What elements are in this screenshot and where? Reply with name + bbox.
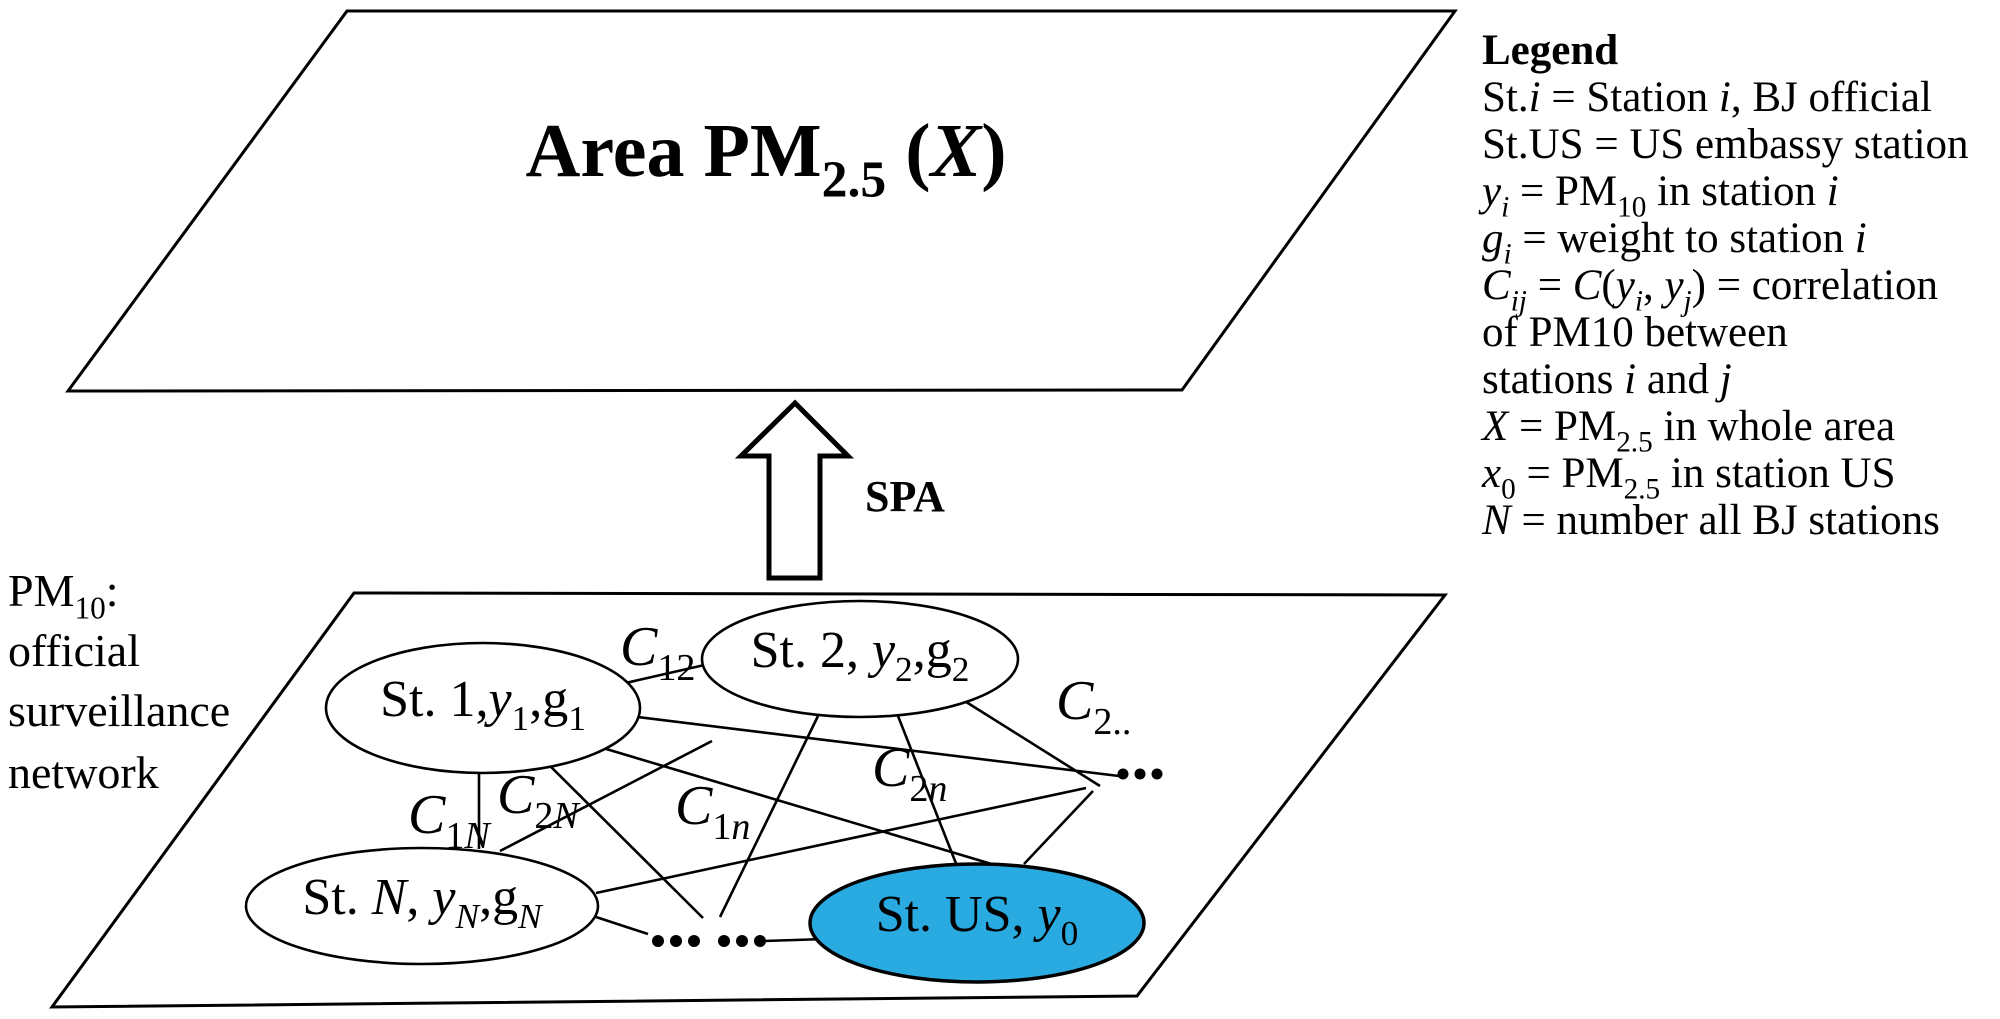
correlation-line-c2dots [962, 698, 1101, 788]
station-1-ellipse [324, 641, 642, 775]
network-plane [49, 591, 1449, 1009]
station-2-label: St. 2, y2,g2 [751, 622, 970, 689]
area-plane [65, 9, 1458, 393]
station-US-ellipse [808, 862, 1146, 984]
legend-line-2: St.US = US embassy station [1482, 121, 1969, 168]
network-label-line3: surveillance [8, 685, 230, 736]
correlation-label-c1n: C1n [675, 775, 750, 848]
correlation-line-c1n [565, 735, 1006, 870]
legend-line-3: yi = PM10 in station i [1478, 168, 1839, 224]
spa-label: SPA [865, 472, 945, 521]
correlation-line-c2N [499, 739, 713, 853]
correlation-line-st1-hub [612, 712, 1120, 778]
correlation-label-c2N: C2N [497, 764, 581, 837]
network-label-line4: network [8, 747, 159, 798]
correlation-line-c2n [896, 715, 959, 867]
correlation-line-stN-dots [595, 915, 649, 936]
ellipsis-dots-right [1117, 768, 1163, 780]
legend-line-6: of PM10 between [1482, 309, 1788, 356]
correlation-edges [477, 659, 1120, 943]
station-N-label: St. N, yN,gN [302, 869, 544, 936]
legend-line-9: x0 = PM2.5 in station US [1481, 450, 1896, 506]
correlation-line-st1-dots [527, 743, 704, 919]
station-US-label: St. US, y0 [876, 886, 1079, 953]
legend-line-8: X = PM2.5 in whole area [1480, 403, 1895, 459]
correlation-label-c2n: C2n [872, 737, 947, 810]
legend-line-10: N = number all BJ stations [1481, 497, 1940, 544]
station-N-ellipse [244, 846, 600, 966]
network-label: PM10: official surveillance network [8, 565, 230, 798]
legend-title: Legend [1482, 27, 1618, 74]
legend-line-1: St.i = Station i, BJ official [1482, 74, 1932, 121]
network-label-line1: PM10: [8, 565, 119, 625]
legend: Legend St.i = Station i, BJ official St.… [1478, 27, 1969, 544]
correlation-label-c1N: C1N [408, 784, 492, 857]
correlation-line-stN-hub [595, 786, 1087, 895]
legend-line-5: Cij = C(yi, yj) = correlation [1482, 262, 1938, 318]
spa-up-arrow-icon [734, 399, 855, 581]
legend-line-7: stations i and j [1482, 356, 1732, 403]
correlation-label-c2dots: C2.. [1056, 670, 1131, 743]
legend-line-4: gi = weight to station i [1482, 215, 1867, 271]
correlation-label-c12: C12 [620, 616, 695, 689]
network-label-line2: official [8, 625, 140, 676]
area-plane-title: Area PM2.5 (X) [525, 109, 1006, 209]
station-1-label: St. 1,y1,g1 [380, 671, 586, 738]
ellipsis-dots-bottom [652, 935, 766, 947]
correlation-line-hub-stUS [1023, 790, 1094, 865]
correlation-line-st2-dots [718, 715, 820, 918]
station-2-ellipse [700, 599, 1020, 719]
